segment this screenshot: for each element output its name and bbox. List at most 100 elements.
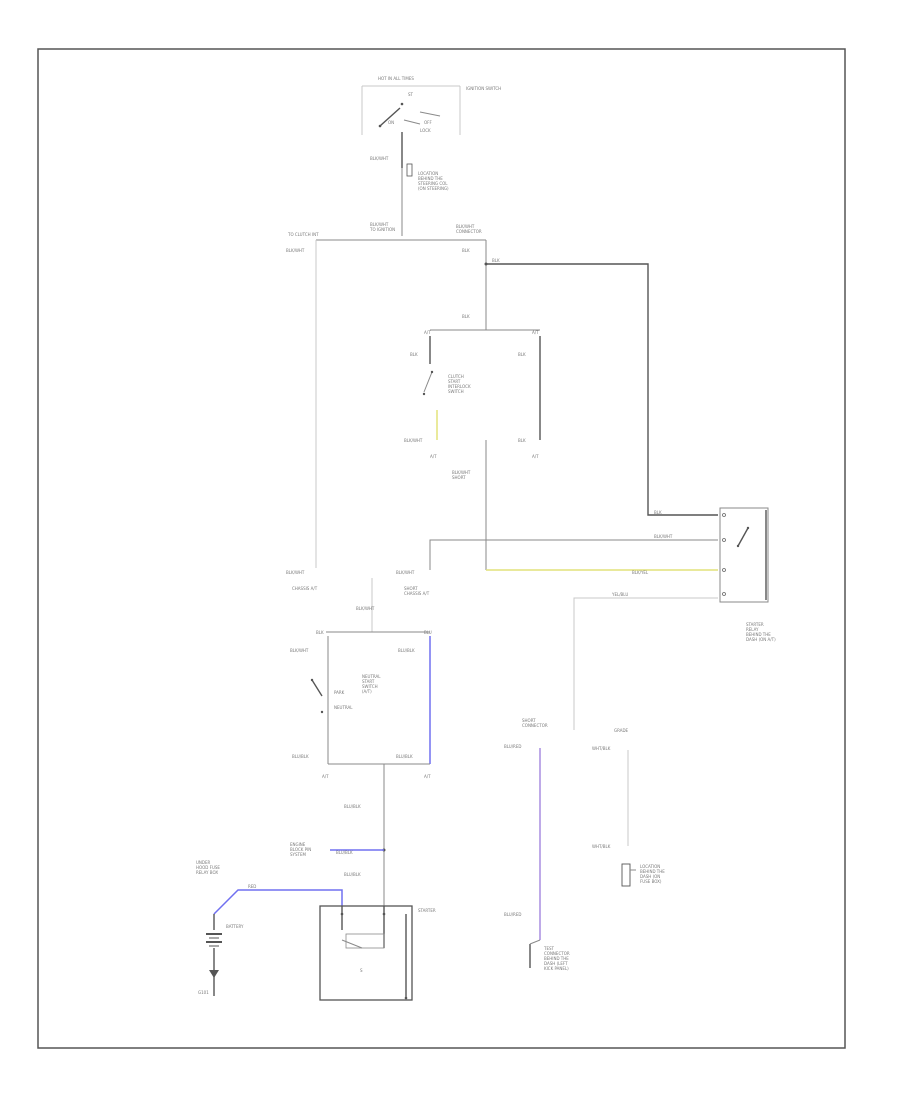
- ign-on: ON: [388, 120, 394, 125]
- wht-blk-2: WHT/BLK: [592, 844, 611, 849]
- svg-text:A/T: A/T: [424, 774, 431, 779]
- to-clutch-interlock: TO CLUTCH INT: [287, 232, 319, 237]
- starter-relay[interactable]: STARTER RELAY BEHIND THE DASH (ON A/T): [719, 507, 776, 642]
- svg-text:HOOD FUSE: HOOD FUSE: [196, 865, 220, 870]
- wire-relay-to-test: [573, 597, 718, 730]
- ign-off: OFF: [424, 120, 432, 125]
- svg-text:A/T: A/T: [424, 330, 431, 335]
- chassis-at: CHASSIS A/T: [292, 586, 318, 591]
- svg-text:PARK: PARK: [334, 690, 345, 695]
- short-conn-2: SHORT: [522, 718, 536, 723]
- wire-blk-wht-2: BLK/WHT: [370, 222, 389, 227]
- location-note-1: LOCATION BEHIND THE STEERING COL (ON STE…: [406, 163, 449, 191]
- svg-text:START: START: [448, 379, 461, 384]
- wire-blk-top: BLK: [462, 248, 470, 253]
- svg-text:BLK/WHT: BLK/WHT: [404, 438, 423, 443]
- ign-st: ST: [408, 92, 414, 97]
- starter-motor[interactable]: STARTER S: [319, 905, 436, 1001]
- short-conn-2b: CONNECTOR: [522, 723, 548, 728]
- svg-text:RELAY: RELAY: [746, 627, 759, 632]
- svg-text:BLK/WHT: BLK/WHT: [290, 648, 309, 653]
- svg-text:START: START: [362, 679, 375, 684]
- svg-text:BLU/BLK: BLU/BLK: [292, 754, 309, 759]
- svg-text:BLK: BLK: [316, 630, 324, 635]
- wire-blk-right-lbl: BLK: [492, 258, 500, 263]
- svg-text:TEST: TEST: [543, 946, 555, 951]
- wire-blk-mid: BLK: [462, 314, 470, 319]
- svg-text:DASH (ON A/T): DASH (ON A/T): [746, 637, 776, 642]
- svg-text:NEUTRAL: NEUTRAL: [334, 705, 353, 710]
- wire-blk-top-hdr-2: CONNECTOR: [456, 229, 482, 234]
- wire-blk-wht-relay: BLK/WHT: [654, 534, 673, 539]
- svg-text:INTERLOCK: INTERLOCK: [448, 384, 471, 389]
- svg-text:BLU: BLU: [424, 630, 432, 635]
- svg-text:DASH (LEFT: DASH (LEFT: [544, 961, 568, 966]
- svg-text:FUSE BOX): FUSE BOX): [640, 879, 662, 884]
- ignition-header: HOT IN ALL TIMES: [378, 76, 414, 81]
- svg-text:BLK: BLK: [518, 438, 526, 443]
- ignition-switch-label: IGNITION SWITCH: [466, 86, 501, 91]
- to-relay-lbl: SHORT: [452, 475, 466, 480]
- svg-text:STEERING COL: STEERING COL: [418, 181, 448, 186]
- wire-blk-relay-top: BLK: [654, 510, 662, 515]
- svg-text:BLU/BLK: BLU/BLK: [396, 754, 413, 759]
- svg-text:KICK PANEL): KICK PANEL): [544, 966, 569, 971]
- svg-text:G101: G101: [198, 990, 209, 995]
- wire-to-starter-relay: [486, 263, 718, 516]
- svg-text:BEHIND THE: BEHIND THE: [544, 956, 569, 961]
- svg-text:RELAY BOX: RELAY BOX: [196, 870, 218, 875]
- wht-blk: WHT/BLK: [592, 746, 611, 751]
- neutral-start-switch[interactable]: BLK BLU BLK/WHT BLU/BLK PARK NEUTRAL NEU…: [290, 630, 432, 779]
- svg-text:A/T: A/T: [532, 454, 539, 459]
- wire-blk-wht-1: BLK/WHT: [370, 156, 389, 161]
- svg-text:(A/T): (A/T): [362, 689, 372, 694]
- svg-text:LOCATION: LOCATION: [640, 864, 660, 869]
- wire-blu-blk-4: BLU/BLK: [344, 872, 361, 877]
- engine-block: ENGINE: [290, 842, 306, 847]
- wire-short-to-relay: [429, 539, 718, 570]
- engine-block-b: BLOCK PIN: [290, 847, 311, 852]
- wire-battery-to-starter: [213, 889, 343, 915]
- svg-text:BEHIND THE: BEHIND THE: [746, 632, 771, 637]
- svg-text:BEHIND THE: BEHIND THE: [640, 869, 665, 874]
- ground-symbol: G101: [198, 948, 219, 996]
- svg-text:SWITCH: SWITCH: [362, 684, 378, 689]
- ign-lock: LOCK: [420, 128, 431, 133]
- blu-red-2: BLU/RED: [504, 912, 521, 917]
- wire-red: RED: [248, 884, 256, 889]
- svg-text:S: S: [360, 968, 363, 973]
- battery[interactable]: BATTERY: [206, 914, 244, 947]
- ignition-switch[interactable]: HOT IN ALL TIMES IGNITION SWITCH ST ON O…: [361, 76, 501, 135]
- wire-blu-blk-3: BLU/BLK: [344, 804, 361, 809]
- svg-text:A/T: A/T: [322, 774, 329, 779]
- svg-text:A/T: A/T: [532, 330, 539, 335]
- engine-block-c: SYSTEM: [290, 852, 306, 857]
- to-ignition: TO IGNITION: [369, 227, 395, 232]
- wire-blk-top-hdr: BLK/WHT: [456, 224, 475, 229]
- short-connector: SHORT: [404, 586, 418, 591]
- svg-text:UNDER: UNDER: [196, 860, 211, 865]
- clutch-interlock-switch[interactable]: A/T A/T BLK BLK CLUTCH START INTERLOCK S…: [404, 329, 541, 459]
- svg-text:BEHIND THE: BEHIND THE: [418, 176, 443, 181]
- svg-text:NEUTRAL: NEUTRAL: [362, 674, 381, 679]
- wire-blk-wht-left: BLK/WHT: [286, 248, 305, 253]
- underhood-fuse-box: UNDER HOOD FUSE RELAY BOX: [196, 860, 220, 875]
- svg-text:STARTER: STARTER: [746, 622, 764, 627]
- short-connector-b: CHASSIS A/T: [404, 591, 430, 596]
- wire-blk-wht-np: BLK/WHT: [356, 606, 375, 611]
- svg-text:BLK: BLK: [518, 352, 526, 357]
- wire-blk-wht-3: BLK/WHT: [452, 470, 471, 475]
- svg-text:(ON STEERING): (ON STEERING): [418, 186, 449, 191]
- test-connector[interactable]: TEST CONNECTOR BEHIND THE DASH (LEFT KIC…: [529, 939, 570, 971]
- svg-text:DASH (ON: DASH (ON: [640, 874, 660, 879]
- svg-text:CONNECTOR: CONNECTOR: [544, 951, 570, 956]
- svg-text:BATTERY: BATTERY: [226, 924, 244, 929]
- svg-text:BLU/BLK: BLU/BLK: [398, 648, 415, 653]
- blu-red: BLU/RED: [504, 744, 521, 749]
- diagram-frame: [37, 48, 846, 1049]
- wire-blk-wht-m: BLK/WHT: [286, 570, 305, 575]
- engine-wire-lbl: BLU/BLK: [336, 850, 353, 855]
- location-note-2: LOCATION BEHIND THE DASH (ON FUSE BOX): [621, 863, 665, 887]
- svg-text:BLK: BLK: [410, 352, 418, 357]
